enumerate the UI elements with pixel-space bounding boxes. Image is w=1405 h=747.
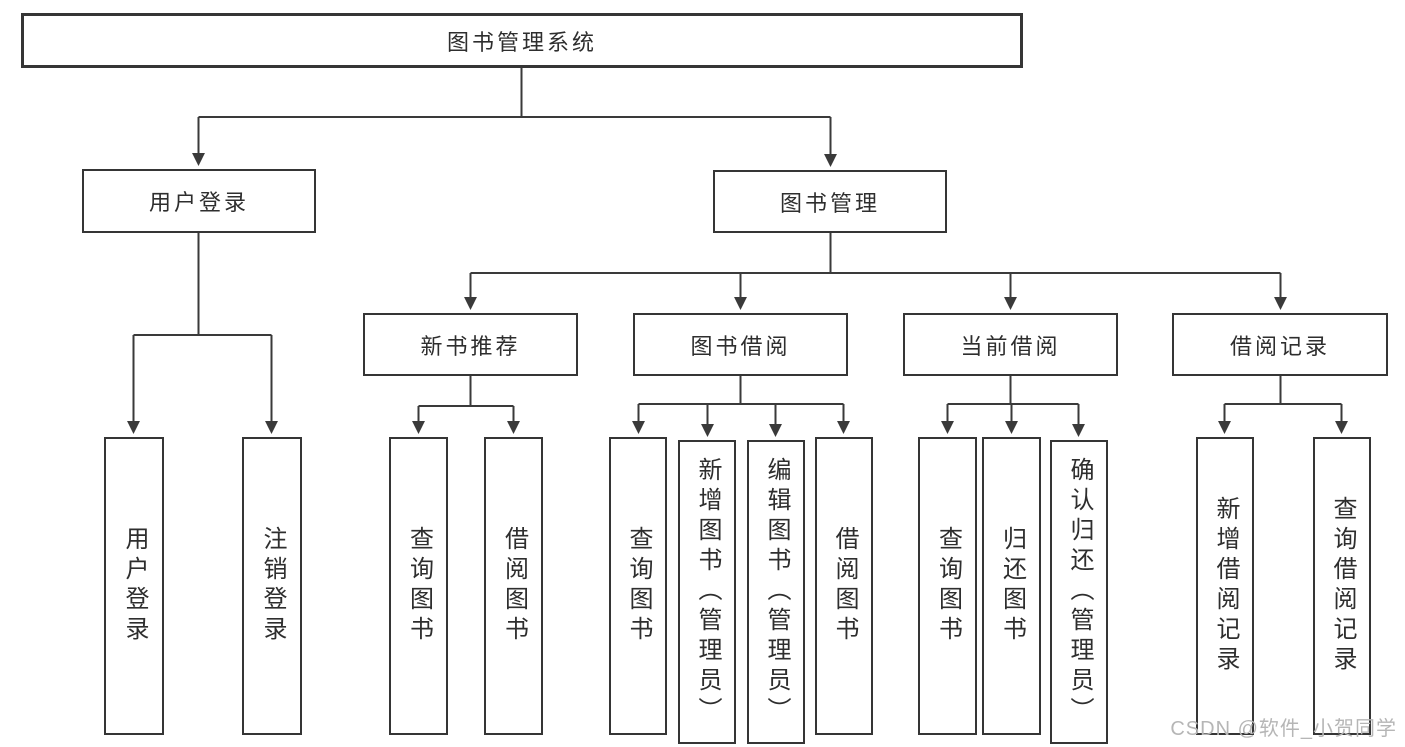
leaf-query-books-borrow: 查询图书 — [609, 437, 667, 735]
node-label: 查询借阅记录 — [1329, 496, 1356, 676]
leaf-user-login: 用户登录 — [104, 437, 164, 735]
node-current-borrowing: 当前借阅 — [903, 313, 1118, 376]
node-user-login: 用户登录 — [82, 169, 316, 233]
node-label: 查询图书 — [625, 526, 652, 646]
node-borrowing-records: 借阅记录 — [1172, 313, 1388, 376]
node-book-management: 图书管理 — [713, 170, 947, 233]
leaf-confirm-return-admin: 确认归还（管理员） — [1050, 440, 1108, 744]
leaf-return-books: 归还图书 — [982, 437, 1041, 735]
node-label: 图书借阅 — [690, 333, 791, 359]
leaf-borrow-books: 借阅图书 — [815, 437, 873, 735]
csdn-watermark: CSDN @软件_小贺同学 — [1170, 718, 1397, 740]
node-label: 查询图书 — [934, 526, 962, 646]
node-label: 编辑图书（管理员） — [763, 457, 790, 727]
node-new-book-recommendation: 新书推荐 — [363, 313, 578, 376]
node-book-borrowing: 图书借阅 — [633, 313, 848, 376]
leaf-borrow-books-recommend: 借阅图书 — [484, 437, 543, 735]
node-label: 新书推荐 — [420, 333, 521, 359]
leaf-logout: 注销登录 — [242, 437, 302, 735]
node-label: 借阅记录 — [1229, 333, 1330, 359]
leaf-add-borrow-record: 新增借阅记录 — [1196, 437, 1254, 735]
node-label: 用户登录 — [121, 526, 148, 646]
node-label: 用户登录 — [148, 190, 249, 215]
node-label: 确认归还（管理员） — [1066, 457, 1093, 727]
node-label: 当前借阅 — [960, 333, 1061, 359]
node-label: 查询图书 — [405, 526, 433, 646]
leaf-query-books-current: 查询图书 — [918, 437, 977, 735]
node-label: 图书管理 — [779, 190, 880, 216]
node-library-management-system: 图书管理系统 — [21, 13, 1023, 68]
leaf-add-books-admin: 新增图书（管理员） — [678, 440, 736, 744]
node-label: 注销登录 — [259, 526, 286, 646]
leaf-query-books-recommend: 查询图书 — [389, 437, 448, 735]
node-label: 新增借阅记录 — [1212, 496, 1239, 676]
node-label: 归还图书 — [998, 526, 1026, 646]
node-label: 图书管理系统 — [446, 29, 597, 55]
leaf-edit-books-admin: 编辑图书（管理员） — [747, 440, 805, 744]
leaf-query-borrow-record: 查询借阅记录 — [1313, 437, 1371, 735]
node-label: 借阅图书 — [500, 526, 528, 646]
node-label: 新增图书（管理员） — [694, 457, 721, 727]
node-label: 借阅图书 — [831, 526, 858, 646]
